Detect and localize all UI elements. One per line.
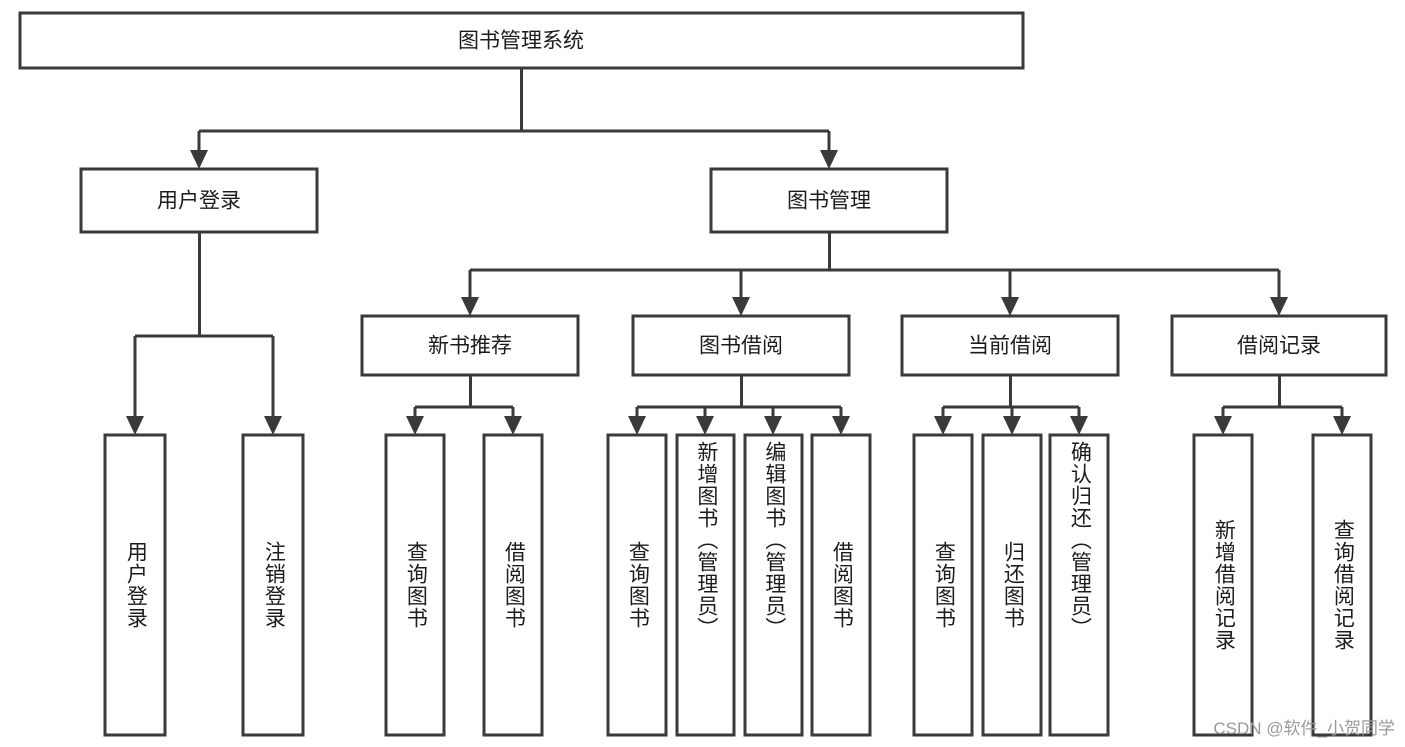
arrow-head-new-book-rec <box>461 297 479 316</box>
node-current-borrow-label: 当前借阅 <box>968 335 1052 358</box>
arrow-head-borrow-record <box>1270 297 1288 316</box>
node-new-book-recommend[interactable]: 新书推荐 <box>360 314 580 377</box>
arrow-head-leaf-user-login <box>126 416 144 435</box>
arrow-head-user-login <box>190 150 208 169</box>
connector-book-borrow-children <box>628 375 850 435</box>
leaf-rect-bb-add-book-admin[interactable] <box>675 433 736 737</box>
connector-user-login-children <box>126 232 282 435</box>
node-current-borrow[interactable]: 当前借阅 <box>900 314 1120 377</box>
connector-root-to-level2 <box>190 68 838 169</box>
leaf-rect-user-login[interactable] <box>103 433 167 737</box>
arrow-head-bb-leaf-1 <box>628 416 646 435</box>
arrow-head-current-borrow <box>1001 297 1019 316</box>
connector-current-borrow-children <box>934 375 1088 435</box>
connector-borrow-record-children <box>1214 375 1351 435</box>
node-root[interactable]: 图书管理系统 <box>18 11 1025 70</box>
leaf-rect-cb-return-book[interactable] <box>981 433 1043 737</box>
leaf-rect-bb-query-book[interactable] <box>606 433 668 737</box>
connector-book-management-children <box>461 232 1288 316</box>
connector-new-book-recommend-children <box>406 375 522 435</box>
arrow-head-bb-leaf-3 <box>764 416 782 435</box>
arrow-head-bb-leaf-2 <box>696 416 714 435</box>
node-book-borrow-rect[interactable] <box>631 314 851 377</box>
leaf-rect-nbr-query-book[interactable] <box>384 433 446 737</box>
node-book-borrow-label: 图书借阅 <box>699 335 783 358</box>
leaf-rect-nbr-borrow-book[interactable] <box>482 433 544 737</box>
node-book-management[interactable]: 图书管理 <box>709 167 949 234</box>
arrow-head-cb-leaf-1 <box>934 416 952 435</box>
leaf-rect-br-add-record[interactable] <box>1192 433 1254 737</box>
arrow-head-book-mgmt <box>820 150 838 169</box>
node-new-book-recommend-label: 新书推荐 <box>428 335 512 358</box>
arrow-head-br-leaf-2 <box>1333 416 1351 435</box>
arrow-head-br-leaf-1 <box>1214 416 1232 435</box>
leaf-rect-br-query-record[interactable] <box>1311 433 1373 737</box>
arrow-head-book-borrow <box>732 297 750 316</box>
leaf-rect-cb-query-book[interactable] <box>912 433 974 737</box>
arrow-head-cb-leaf-3 <box>1070 416 1088 435</box>
node-borrow-record-rect[interactable] <box>1170 314 1388 377</box>
node-book-management-label: 图书管理 <box>787 190 871 213</box>
node-borrow-record[interactable]: 借阅记录 <box>1170 314 1388 377</box>
arrow-head-leaf-logout <box>264 416 282 435</box>
node-current-borrow-rect[interactable] <box>900 314 1120 377</box>
node-user-login-label: 用户登录 <box>157 190 241 213</box>
leaf-rect-cb-confirm-return-admin[interactable] <box>1048 433 1110 737</box>
node-new-book-recommend-rect[interactable] <box>360 314 580 377</box>
arrow-head-cb-leaf-2 <box>1003 416 1021 435</box>
node-book-borrow[interactable]: 图书借阅 <box>631 314 851 377</box>
arrow-head-nbr-leaf-1 <box>406 416 424 435</box>
node-root-label: 图书管理系统 <box>458 30 584 53</box>
node-borrow-record-label: 借阅记录 <box>1237 335 1321 358</box>
leaf-rect-logout[interactable] <box>241 433 305 737</box>
node-user-login[interactable]: 用户登录 <box>79 167 319 234</box>
leaf-rect-bb-edit-book-admin[interactable] <box>743 433 804 737</box>
arrow-head-nbr-leaf-2 <box>504 416 522 435</box>
arrow-head-bb-leaf-4 <box>832 416 850 435</box>
node-book-management-rect[interactable] <box>709 167 949 234</box>
leaf-boxes <box>103 433 1373 737</box>
node-root-rect[interactable] <box>18 11 1025 70</box>
leaf-rect-bb-borrow-book[interactable] <box>810 433 872 737</box>
